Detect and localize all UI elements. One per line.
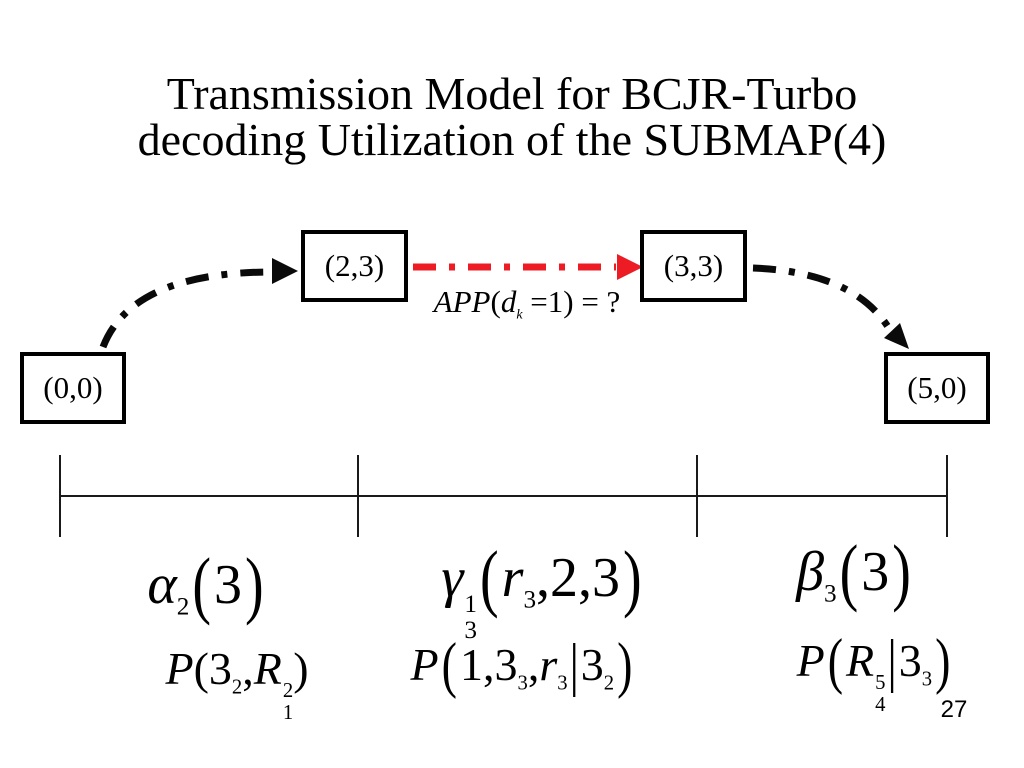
math-token: | [887, 627, 897, 694]
app-arrowhead-icon [617, 254, 643, 280]
math-token: 2 [176, 593, 190, 621]
gamma-probability-expression: P(1,33,r3|32) [410, 630, 636, 699]
math-superscript: 5 [875, 671, 886, 694]
slide-title-line-2: decoding Utilization of the SUBMAP(4) [137, 113, 887, 165]
math-token: 3 [580, 639, 604, 690]
slide-title-line-1: Transmission Model for BCJR-Turbo [166, 67, 858, 119]
slide-title: Transmission Model for BCJR-Turbo decodi… [0, 67, 1024, 165]
math-token: ( [490, 284, 501, 319]
math-token: 3 [921, 668, 933, 691]
state-node-0-0: (0,0) [20, 352, 126, 424]
math-token: ( [479, 536, 499, 620]
math-token: 3 [517, 672, 528, 695]
math-token: 2 [231, 676, 243, 699]
math-token: α [147, 554, 177, 616]
alpha-arrowhead-icon [272, 258, 298, 284]
state-node-label: (3,3) [663, 248, 724, 283]
math-token: R [846, 635, 875, 686]
math-token: P [410, 639, 439, 690]
math-token: ,2,3 [536, 547, 621, 609]
math-token: (3 [193, 643, 232, 694]
beta-arrow-path [752, 264, 893, 332]
state-node-label: (0,0) [43, 370, 103, 405]
math-token: P [796, 635, 825, 686]
math-token: ) [617, 630, 633, 699]
math-superscript: 1 [464, 590, 477, 618]
math-token: ) [892, 530, 911, 614]
math-token: = ? [581, 284, 621, 319]
math-token: 1) [547, 284, 582, 319]
state-node-2-3: (2,3) [301, 230, 408, 302]
math-token: k [516, 307, 523, 323]
beta-arrowhead-icon [884, 323, 909, 349]
math-token: β [796, 541, 824, 603]
math-token: APP [433, 284, 491, 319]
math-token: R [253, 643, 282, 694]
math-token: ) [623, 536, 642, 620]
alpha-arrow-path [99, 268, 273, 349]
math-token: ( [827, 626, 844, 695]
math-token: 3 [557, 672, 568, 695]
math-subscript: 1 [282, 701, 294, 724]
math-token: ) [293, 643, 309, 694]
math-token: ) [935, 626, 951, 695]
math-subscript: 4 [875, 693, 886, 716]
math-token: 1,3 [459, 639, 518, 690]
alpha-expression: α2(3) [147, 543, 266, 627]
state-node-label: (5,0) [907, 370, 967, 405]
math-token: 3 [523, 586, 537, 614]
state-node-5-0: (5,0) [884, 352, 990, 424]
math-token: | [569, 631, 579, 698]
math-token: γ [441, 547, 464, 609]
math-token: d [500, 284, 517, 319]
state-node-label: (2,3) [324, 248, 385, 283]
math-token: , [242, 643, 254, 694]
math-token: ( [839, 530, 859, 614]
math-superscript: 2 [282, 679, 294, 702]
math-token: ( [441, 630, 457, 699]
math-token: r [539, 639, 558, 690]
math-token: r [501, 547, 524, 609]
state-node-3-3: (3,3) [640, 230, 747, 302]
math-token: P [165, 643, 194, 694]
math-token: 3 [214, 554, 242, 616]
math-token: = [522, 284, 548, 319]
math-token: , [527, 639, 540, 690]
math-token: 2 [603, 672, 615, 695]
page-number: 27 [940, 696, 968, 723]
math-subscript: 3 [464, 617, 477, 645]
math-token: 3 [898, 635, 922, 686]
math-token: ( [192, 543, 211, 627]
app-formula: APP(dk =1) = ? [434, 284, 621, 323]
math-token: 3 [861, 541, 890, 603]
math-token: 3 [823, 580, 837, 608]
math-token: ) [245, 543, 264, 627]
beta-expression: β3(3) [796, 530, 914, 614]
